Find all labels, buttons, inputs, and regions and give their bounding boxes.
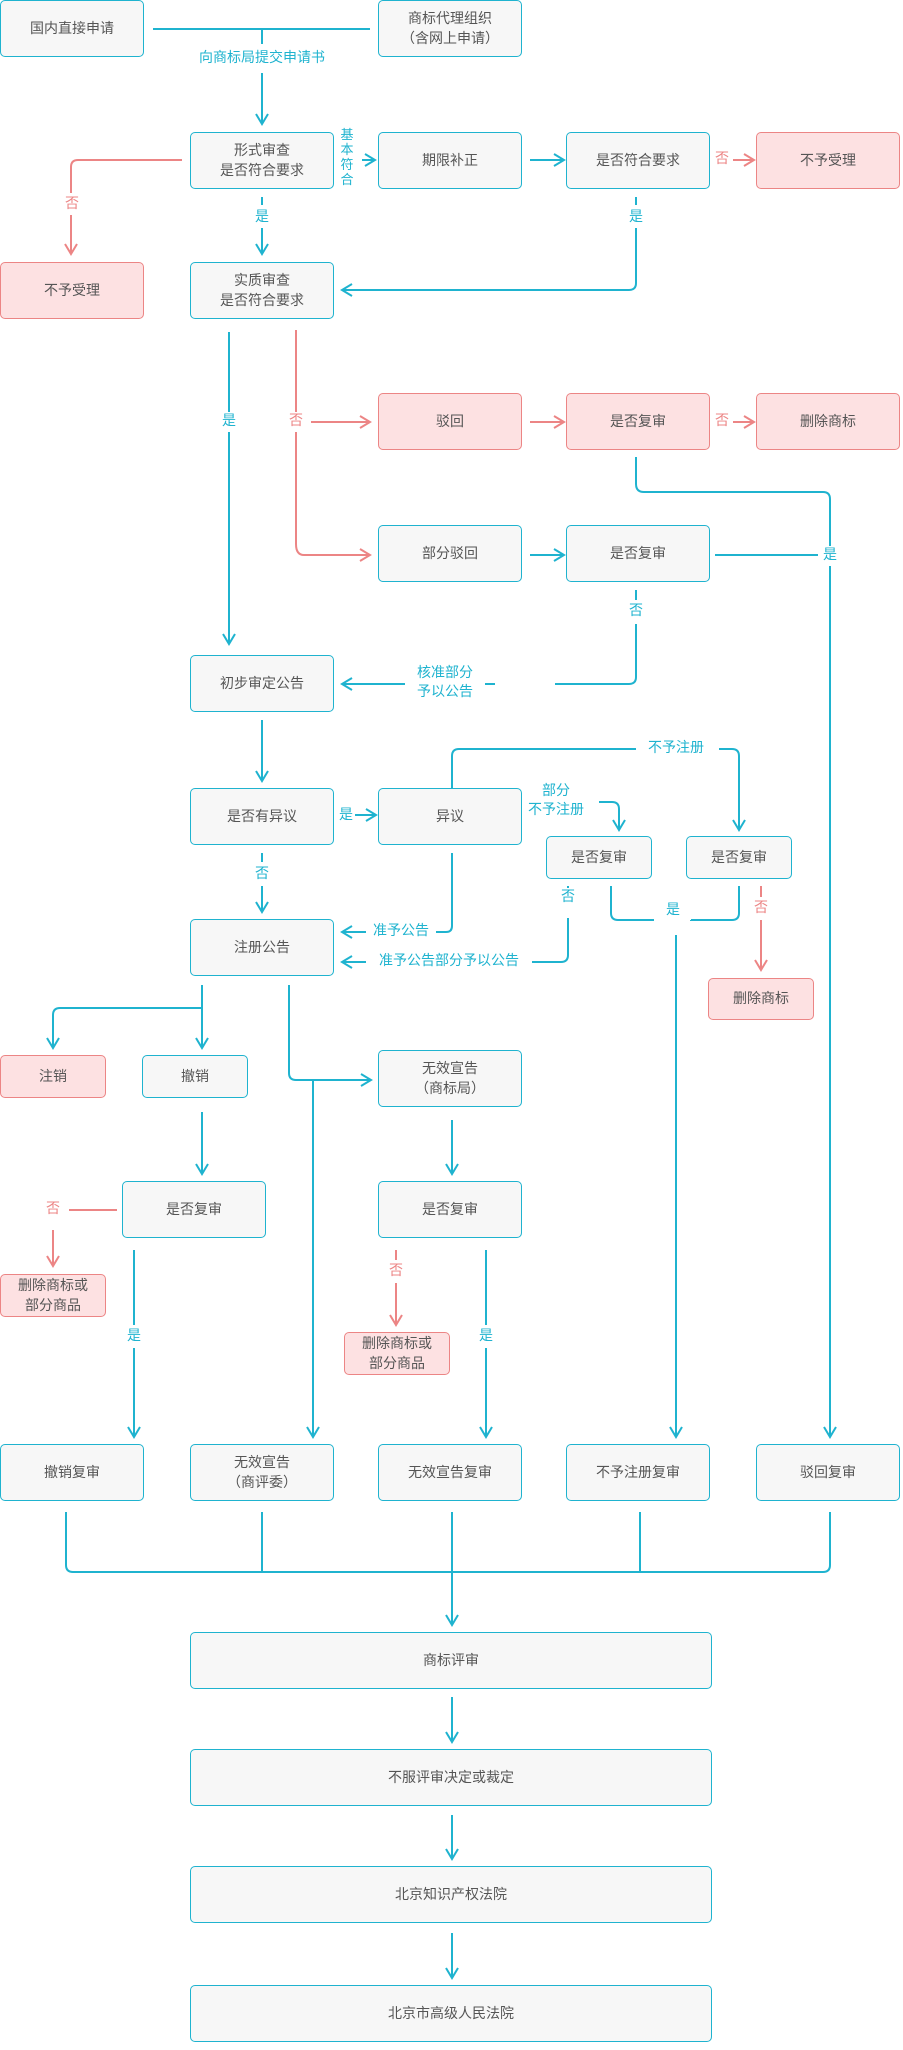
label-approve-part-pub: 准予公告部分予以公告 <box>366 952 532 971</box>
label-approve-pub: 准予公告 <box>366 922 436 941</box>
label-yes-substantive: 是 <box>220 412 238 431</box>
arrow-refuse-reg <box>451 748 739 830</box>
arrow-review1-yes <box>635 457 830 1437</box>
label-no-meets: 否 <box>713 150 731 169</box>
node-ip-court: 北京知识产权法院 <box>190 1866 712 1923</box>
label-part-refuse: 部分 不予注册 <box>528 783 584 818</box>
label-no-substantive: 否 <box>287 412 305 431</box>
line-bottom-join <box>65 1512 831 1573</box>
label-no-review3: 否 <box>559 888 577 907</box>
node-rejected: 驳回 <box>378 393 522 450</box>
label-yes-review34: 是 <box>655 901 691 920</box>
arrow-approve-pub <box>342 853 453 932</box>
node-review-question-2: 是否复审 <box>566 525 710 582</box>
label-yes-review: 是 <box>821 546 839 565</box>
node-registration-notice: 注册公告 <box>190 919 334 976</box>
node-invalid-office: 无效宣告 （商标局） <box>378 1050 522 1107</box>
node-disagree: 不服评审决定或裁定 <box>190 1749 712 1806</box>
arrow-review2-no <box>342 590 637 684</box>
node-review-question-4: 是否复审 <box>686 836 792 879</box>
node-cancel: 注销 <box>0 1055 106 1098</box>
node-high-court: 北京市高级人民法院 <box>190 1985 712 2042</box>
node-review-question-6: 是否复审 <box>378 1181 522 1238</box>
node-not-accepted-left: 不予受理 <box>0 262 144 319</box>
arrow-invalid-office <box>288 985 373 1087</box>
node-delete-mark-2: 删除商标 <box>708 978 814 1020</box>
line-review3-yes <box>610 886 740 921</box>
node-correction: 期限补正 <box>378 132 522 189</box>
label-no-objection: 否 <box>253 865 271 884</box>
node-agency-apply: 商标代理组织 （含网上申请） <box>378 0 522 57</box>
node-partial-reject: 部分驳回 <box>378 525 522 582</box>
label-submit: 向商标局提交申请书 <box>190 49 334 68</box>
node-review-question-5: 是否复审 <box>122 1181 266 1238</box>
node-formal-review: 形式审查 是否符合要求 <box>190 132 334 189</box>
label-no-review1: 否 <box>713 412 731 431</box>
arrow-part-refuse <box>599 801 626 832</box>
label-yes-formal: 是 <box>253 208 271 227</box>
arrow-cancel <box>46 985 203 1050</box>
label-refuse-reg: 不予注册 <box>636 739 716 758</box>
label-no-formal: 否 <box>63 195 81 214</box>
node-revoke-review: 撤销复审 <box>0 1444 144 1501</box>
node-review-question-1: 是否复审 <box>566 393 710 450</box>
node-invalid-review: 无效宣告复审 <box>378 1444 522 1501</box>
label-yes-objection: 是 <box>337 806 355 825</box>
node-board-review: 商标评审 <box>190 1632 712 1689</box>
node-not-accepted-right: 不予受理 <box>756 132 900 189</box>
label-no-review4: 否 <box>752 899 770 918</box>
node-objection: 异议 <box>378 788 522 845</box>
node-invalid-board: 无效宣告 （商评委） <box>190 1444 334 1501</box>
node-revoke: 撤销 <box>142 1055 248 1098</box>
label-yes-review5: 是 <box>125 1327 143 1346</box>
arrow-review5-no <box>53 1209 117 1266</box>
node-delete-partial-2: 删除商标或 部分商品 <box>344 1332 450 1375</box>
node-meets-req: 是否符合要求 <box>566 132 710 189</box>
node-review-question-3: 是否复审 <box>546 836 652 879</box>
label-basic-ok: 基 本 符 合 <box>338 128 356 188</box>
node-delete-partial-1: 删除商标或 部分商品 <box>0 1274 106 1317</box>
arrow-meets-yes <box>342 197 637 290</box>
node-domestic-apply: 国内直接申请 <box>0 0 144 57</box>
label-no-review2: 否 <box>627 602 645 621</box>
arrow-formal-no <box>71 159 182 254</box>
node-substantive-review: 实质审查 是否符合要求 <box>190 262 334 319</box>
label-no-review5: 否 <box>44 1200 62 1219</box>
label-yes-meets: 是 <box>627 208 645 227</box>
node-reject-review: 驳回复审 <box>756 1444 900 1501</box>
label-yes-review6: 是 <box>477 1327 495 1346</box>
node-objection-question: 是否有异议 <box>190 788 334 845</box>
label-approve-part: 核准部分 予以公告 <box>405 664 485 702</box>
node-preliminary-notice: 初步审定公告 <box>190 655 334 712</box>
node-refuse-reg-review: 不予注册复审 <box>566 1444 710 1501</box>
node-delete-mark-1: 删除商标 <box>756 393 900 450</box>
arrow-sub-no-reject <box>295 330 370 555</box>
label-no-review6: 否 <box>387 1262 405 1281</box>
